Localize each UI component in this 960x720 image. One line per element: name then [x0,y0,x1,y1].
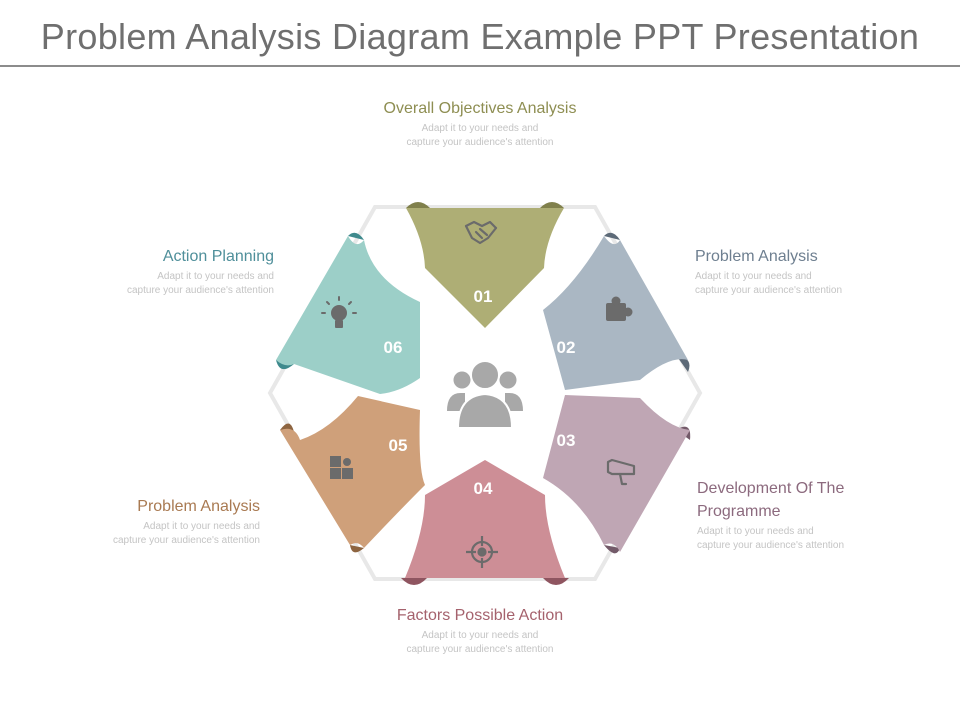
segment-01-number: 01 [474,287,493,306]
label-03-heading: Development Of The Programme [697,480,845,520]
segment-06-number: 06 [384,338,403,357]
label-04-description: Adapt it to your needs and capture your … [406,630,554,655]
label-06-heading: Action Planning [162,248,274,265]
segment-05-number: 05 [389,436,408,455]
segment-06: 06 [276,232,420,394]
segment-03: 03 [543,395,691,554]
segment-05: 05 [280,396,425,553]
label-02: Problem Analysis Adapt it to your needs … [695,245,855,298]
label-01: Overall Objectives Analysis Adapt it to … [380,97,580,150]
lightbulb-icon [321,296,357,328]
puzzle-pieces-icon [330,456,353,479]
label-03-description: Adapt it to your needs and capture your … [697,526,845,551]
label-04: Factors Possible Action Adapt it to your… [380,604,580,657]
segment-02: 02 [543,232,690,390]
segment-04-number: 04 [474,479,493,498]
segment-03-number: 03 [557,431,576,450]
label-02-description: Adapt it to your needs and capture your … [695,271,843,296]
segment-06-shape [276,236,420,394]
label-03: Development Of The Programme Adapt it to… [697,477,857,553]
title-divider [0,65,960,67]
label-05: Problem Analysis Adapt it to your needs … [100,495,260,548]
segment-01: 01 [406,202,564,328]
label-05-description: Adapt it to your needs and capture your … [112,521,260,546]
label-05-heading: Problem Analysis [137,498,260,515]
label-06-description: Adapt it to your needs and capture your … [126,271,274,296]
label-04-heading: Factors Possible Action [396,607,564,624]
label-06: Action Planning Adapt it to your needs a… [114,245,274,298]
segment-01-shape [406,208,564,328]
target-icon [466,536,498,568]
label-01-heading: Overall Objectives Analysis [383,100,577,117]
label-02-heading: Problem Analysis [695,248,818,265]
puzzle-piece-icon [606,296,633,321]
label-01-description: Adapt it to your needs and capture your … [406,123,554,148]
segment-04: 04 [401,460,569,585]
handshake-icon [464,220,498,245]
page-title: Problem Analysis Diagram Example PPT Pre… [40,16,920,57]
people-group-icon [447,360,523,429]
segment-04-shape [405,460,565,578]
megaphone-icon [606,458,636,486]
segment-02-number: 02 [557,338,576,357]
